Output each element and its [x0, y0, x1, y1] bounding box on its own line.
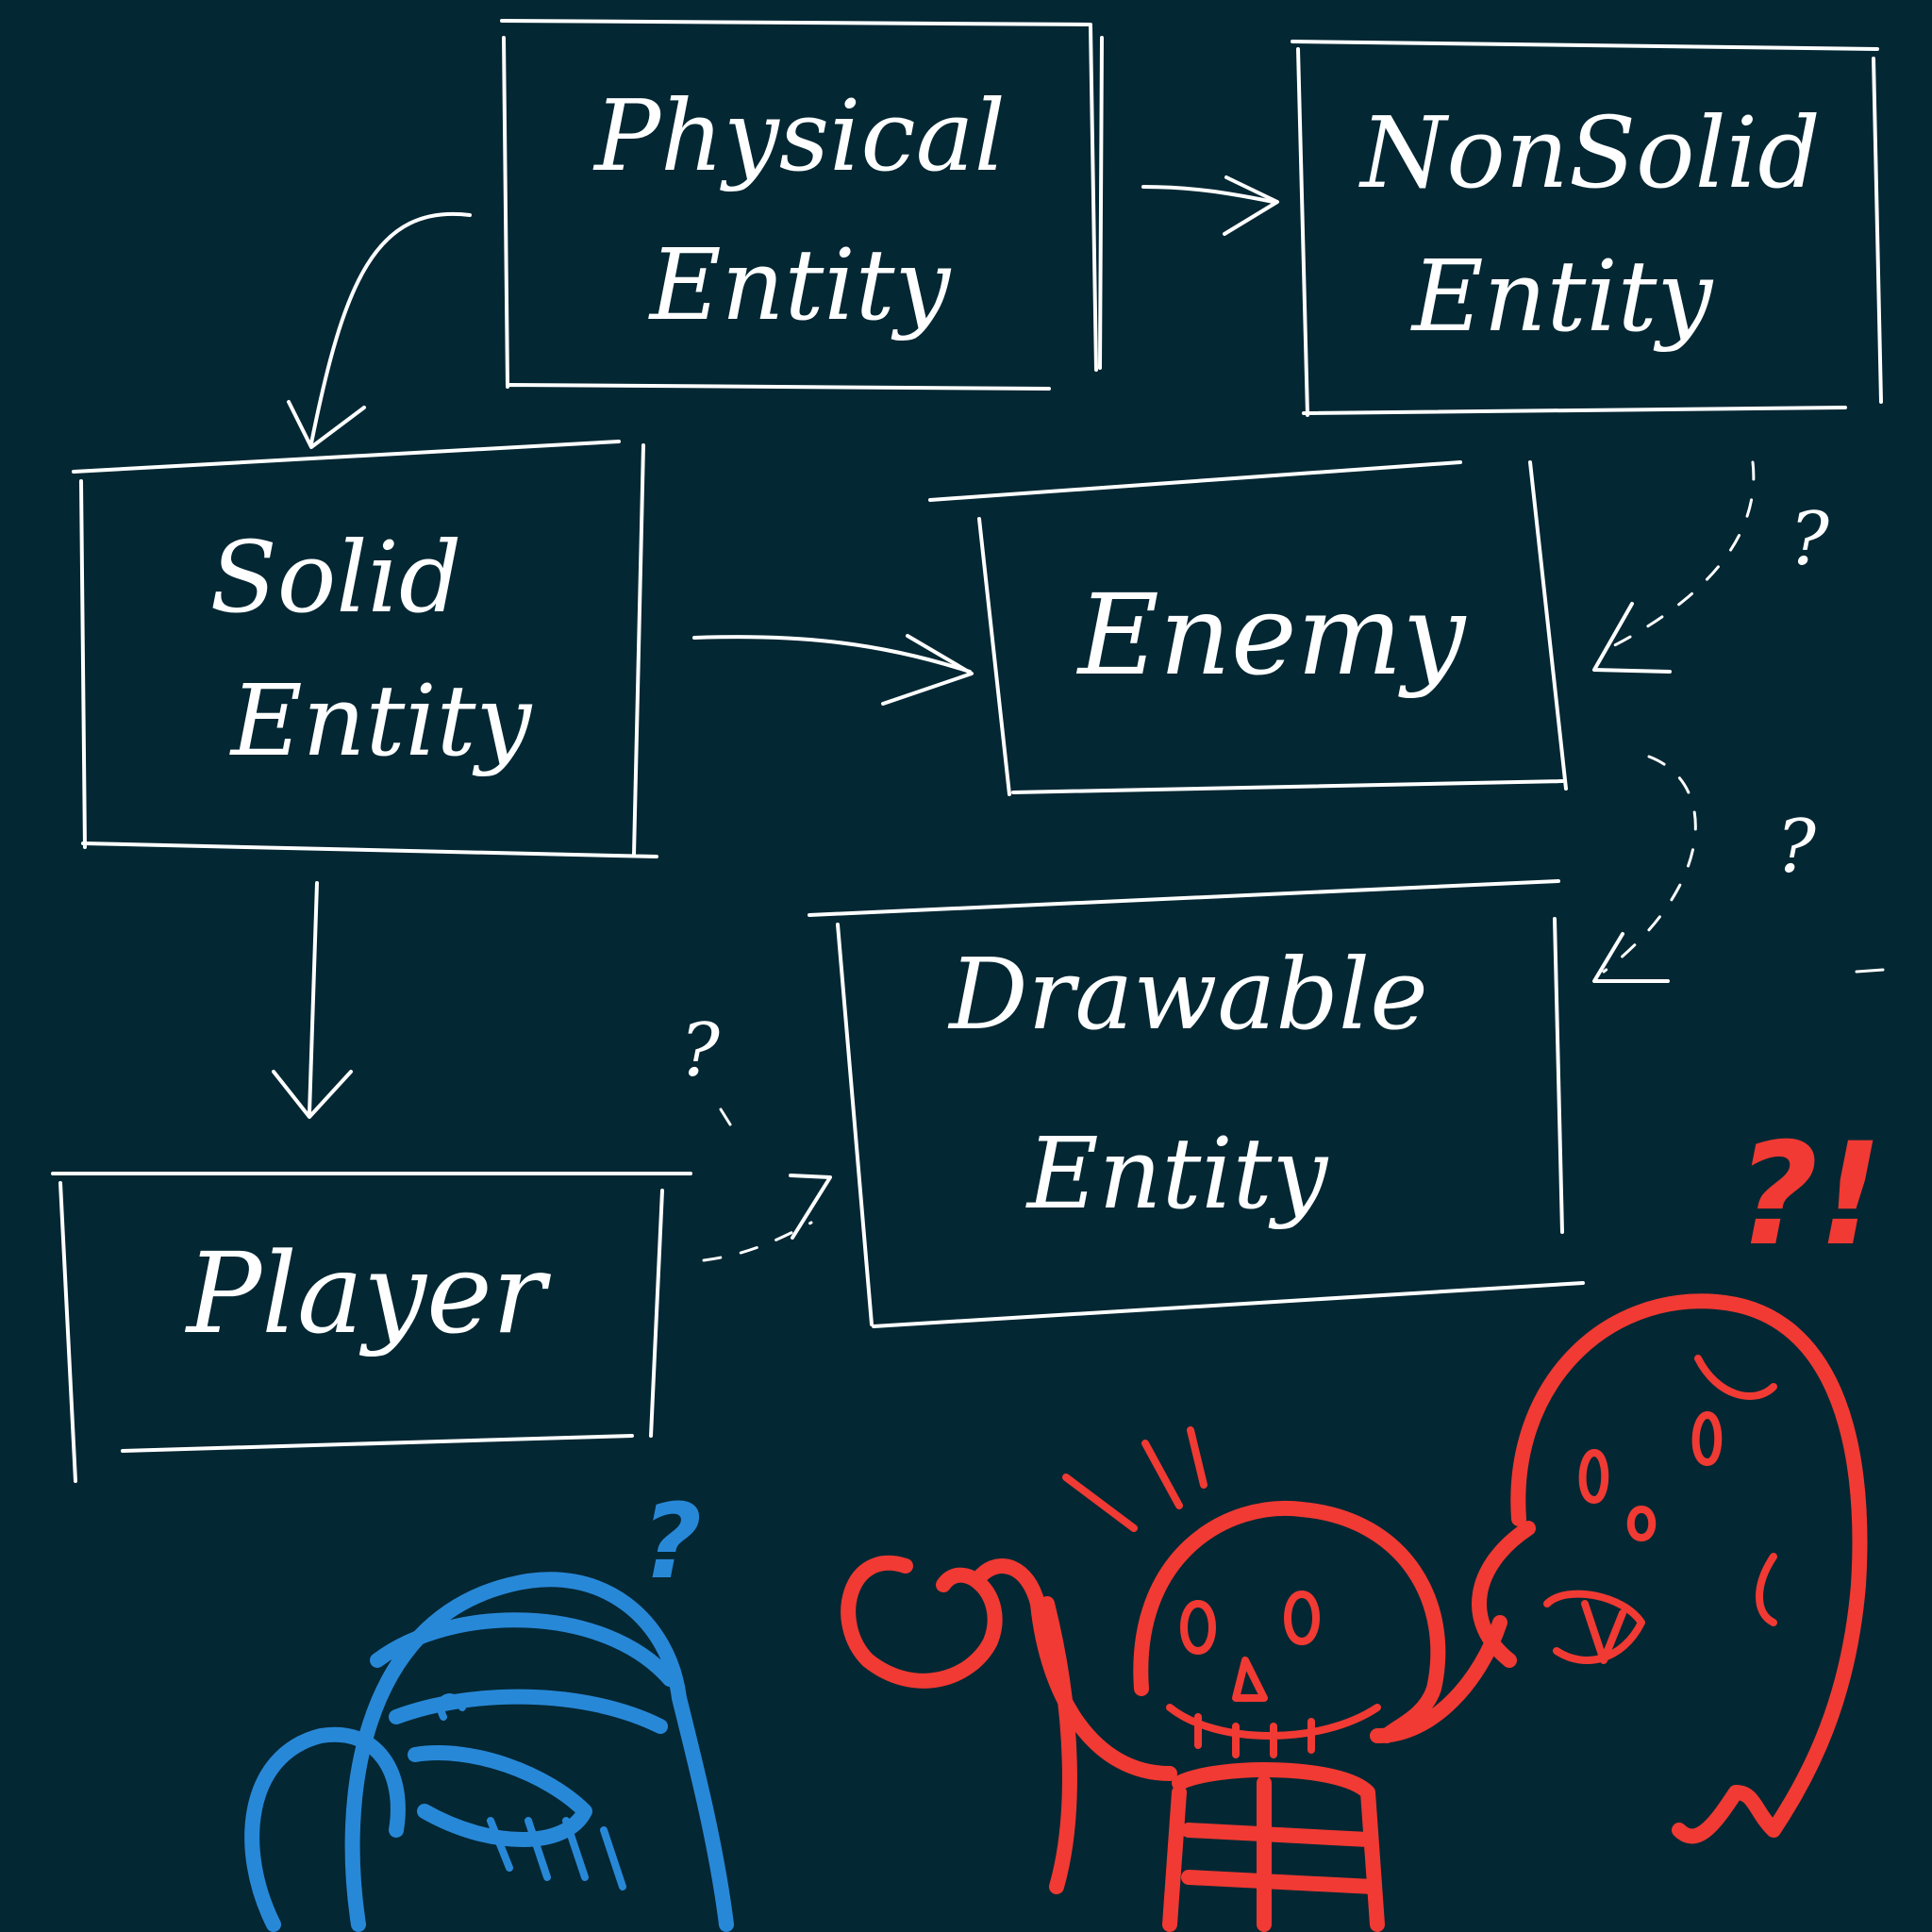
ghost-cheek: [1756, 1553, 1777, 1626]
node-nonsolid-entity: NonSolid Entity: [1291, 40, 1883, 417]
ghost-eye-left: [1578, 1449, 1609, 1504]
red-ghost-character: ?!: [1472, 1113, 1883, 1844]
red-skeleton-character: [841, 1426, 1507, 1932]
arrow-physical-to-nonsolid: [1141, 175, 1279, 236]
node-label-line2: Entity: [229, 663, 533, 778]
skull-outline: [1133, 1501, 1446, 1743]
ghost-hand: [1543, 1590, 1645, 1664]
eye-left: [1180, 1600, 1216, 1655]
face-lines: [437, 1693, 626, 1890]
node-drawable-entity: Drawable Entity: [808, 879, 1585, 1328]
jaw: [1166, 1704, 1381, 1758]
node-label-line1: Physical: [592, 78, 1006, 193]
box-outline: [500, 19, 1104, 391]
node-label-line1: Solid: [210, 520, 462, 635]
node-label-line2: Entity: [1025, 1116, 1329, 1231]
node-label-line1: Drawable: [947, 937, 1428, 1052]
node-physical-entity: Physical Entity: [500, 19, 1104, 391]
arrow-player-to-drawable: ?: [680, 1008, 832, 1262]
mask: [408, 1745, 592, 1847]
blue-helmet-character: ?: [244, 1481, 734, 1932]
arrow-solid-to-player: [272, 881, 353, 1119]
character-exclaim-question: ?!: [1736, 1113, 1882, 1277]
helmet-outline: [344, 1572, 734, 1932]
box-outline: [928, 460, 1568, 796]
arrow-question-to-drawable: ?: [1592, 755, 1885, 983]
eye-right: [1284, 1591, 1320, 1645]
box-outline: [1291, 40, 1883, 417]
helmet-shoulder: [244, 1726, 406, 1932]
arrow-question-to-enemy: ?: [1592, 460, 1830, 674]
box-outline: [72, 440, 658, 858]
node-label-line1: NonSolid: [1357, 95, 1821, 210]
question-mark: ?: [680, 1008, 721, 1093]
ribcage: [1162, 1762, 1385, 1932]
nose: [1232, 1657, 1268, 1702]
surprise-lines: [1062, 1426, 1208, 1532]
node-solid-entity: Solid Entity: [72, 440, 658, 858]
node-label-line2: Entity: [1410, 239, 1714, 354]
ghost-eye-right: [1691, 1411, 1723, 1466]
stray-mark: [719, 1108, 732, 1126]
question-mark: ?: [1776, 805, 1817, 890]
node-label-line1: Player: [185, 1228, 552, 1358]
node-enemy: Enemy: [928, 460, 1568, 796]
stray-mark: [1855, 968, 1885, 974]
node-player: Player: [51, 1172, 692, 1483]
left-arm: [974, 1558, 1177, 1894]
node-label-line1: Enemy: [1076, 570, 1467, 700]
helmet-visor: [370, 1612, 677, 1734]
ghost-left-edge: [1472, 1521, 1536, 1668]
node-label-line2: Entity: [648, 227, 952, 342]
left-hand: [841, 1556, 1003, 1689]
box-outline: [808, 879, 1585, 1328]
box-outline: [51, 1172, 692, 1483]
ghost-mouth: [1626, 1506, 1657, 1541]
character-question-mark: ?: [641, 1481, 702, 1602]
arrow-physical-to-solid: [287, 211, 472, 449]
question-mark: ?: [1790, 497, 1830, 582]
ghost-brow: [1694, 1355, 1777, 1400]
ghost-outline: [1510, 1293, 1868, 1844]
arrow-solid-to-enemy: [692, 634, 974, 706]
